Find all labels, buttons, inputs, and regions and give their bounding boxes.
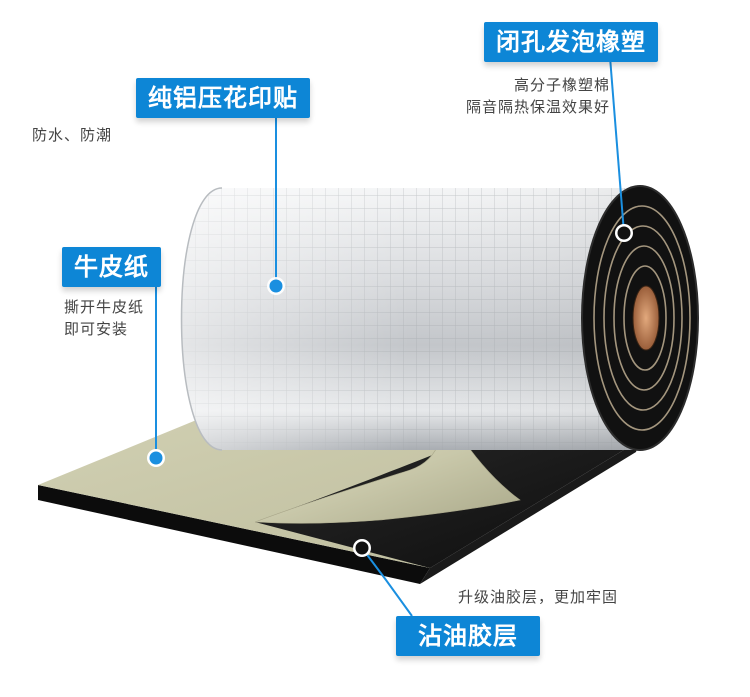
roll-end-face bbox=[581, 185, 699, 451]
desc-line: 高分子橡塑棉 bbox=[513, 76, 610, 94]
desc-line: 隔音隔热保温效果好 bbox=[465, 98, 610, 116]
label-aluminum-desc: 防水、防潮 bbox=[32, 124, 112, 146]
dot-kraft bbox=[147, 449, 165, 467]
label-adhesive-title: 沾油胶层 bbox=[396, 616, 540, 656]
desc-line: 即可安装 bbox=[64, 320, 129, 338]
label-closed-cell-desc: 高分子橡塑棉 隔音隔热保温效果好 bbox=[466, 74, 610, 118]
desc-line: 撕开牛皮纸 bbox=[64, 298, 145, 316]
desc-line: 防水、防潮 bbox=[32, 126, 113, 144]
leader-lines bbox=[155, 56, 625, 617]
label-kraft-title: 牛皮纸 bbox=[62, 247, 161, 287]
foil-roll-body bbox=[180, 187, 640, 451]
label-kraft-desc: 撕开牛皮纸 即可安装 bbox=[64, 296, 144, 340]
dot-closed-cell bbox=[615, 224, 633, 242]
sheet-edge bbox=[38, 440, 640, 584]
leader-dots bbox=[147, 224, 633, 557]
desc-line: 升级油胶层，更加牢固 bbox=[458, 588, 619, 606]
label-aluminum-title: 纯铝压花印贴 bbox=[136, 78, 310, 118]
dot-adhesive bbox=[353, 539, 371, 557]
dot-aluminum bbox=[267, 277, 285, 295]
label-closed-cell-title: 闭孔发泡橡塑 bbox=[484, 22, 658, 62]
label-adhesive-desc: 升级油胶层，更加牢固 bbox=[458, 586, 618, 608]
